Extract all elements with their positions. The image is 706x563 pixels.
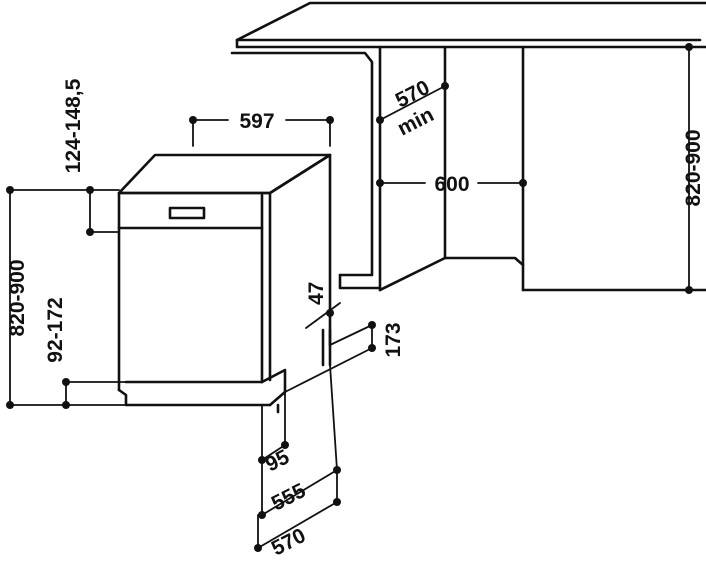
dim-line-47 (305, 302, 341, 329)
dim-line-173 (284, 321, 376, 393)
dim-line-555 (258, 364, 341, 519)
label-92-172: 92-172 (44, 297, 67, 362)
control-panel-display (168, 206, 206, 220)
label-820-900-right: 820-900 (682, 129, 705, 206)
dishwasher (117, 153, 332, 414)
dim-line-95 (258, 391, 289, 464)
dim-line-597 (189, 116, 334, 147)
label-173: 173 (382, 322, 405, 357)
label-124-148: 124-148,5 (62, 78, 85, 173)
label-555: 555 (268, 479, 310, 516)
label-820-900-left: 820-900 (6, 259, 29, 336)
dim-line-570-bottom (254, 469, 341, 552)
dim-line-600 (376, 179, 527, 187)
label-597: 597 (239, 110, 274, 133)
dim-line-124-148 (86, 186, 120, 236)
dim-line-820-900-right (685, 43, 693, 294)
dim-line-570-min (376, 82, 449, 124)
label-600: 600 (434, 173, 469, 196)
dim-line-92-172 (62, 378, 127, 409)
label-95: 95 (262, 445, 294, 476)
label-570-bottom: 570 (268, 524, 310, 560)
label-47: 47 (305, 282, 328, 305)
niche-right-cabinet (443, 45, 706, 292)
countertop (235, 1, 706, 49)
